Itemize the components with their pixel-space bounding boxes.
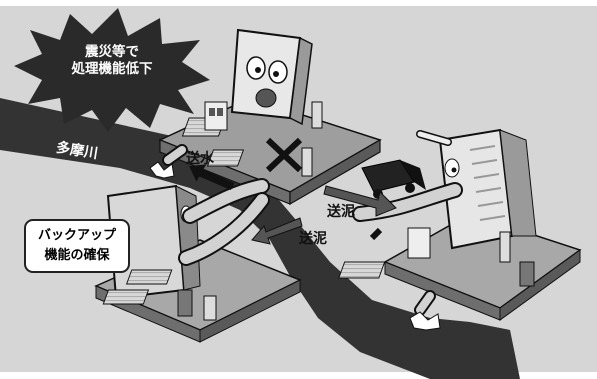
sludge-transfer-label-lower: 送泥 bbox=[299, 231, 327, 247]
sludge-transfer-label-upper: 送泥 bbox=[327, 204, 355, 220]
burst-label: 震災等で 処理機能低下 bbox=[48, 44, 176, 78]
backup-callout: バックアップ 機能の確保 bbox=[24, 219, 130, 273]
alert-burst bbox=[14, 8, 210, 132]
burst-line-2: 処理機能低下 bbox=[71, 61, 153, 77]
discharge-splash bbox=[149, 161, 441, 331]
backup-line-1: バックアップ bbox=[37, 228, 116, 243]
damaged-plant bbox=[158, 28, 382, 206]
water-pipes bbox=[162, 144, 436, 316]
truck bbox=[361, 159, 426, 199]
flow-arrows bbox=[189, 164, 397, 245]
tama-river bbox=[0, 98, 520, 379]
water-transfer-label: 送水 bbox=[186, 151, 214, 167]
burst-line-1: 震災等で bbox=[85, 44, 139, 60]
backup-line-2: 機能の確保 bbox=[44, 248, 110, 263]
helper-plant bbox=[338, 128, 582, 321]
